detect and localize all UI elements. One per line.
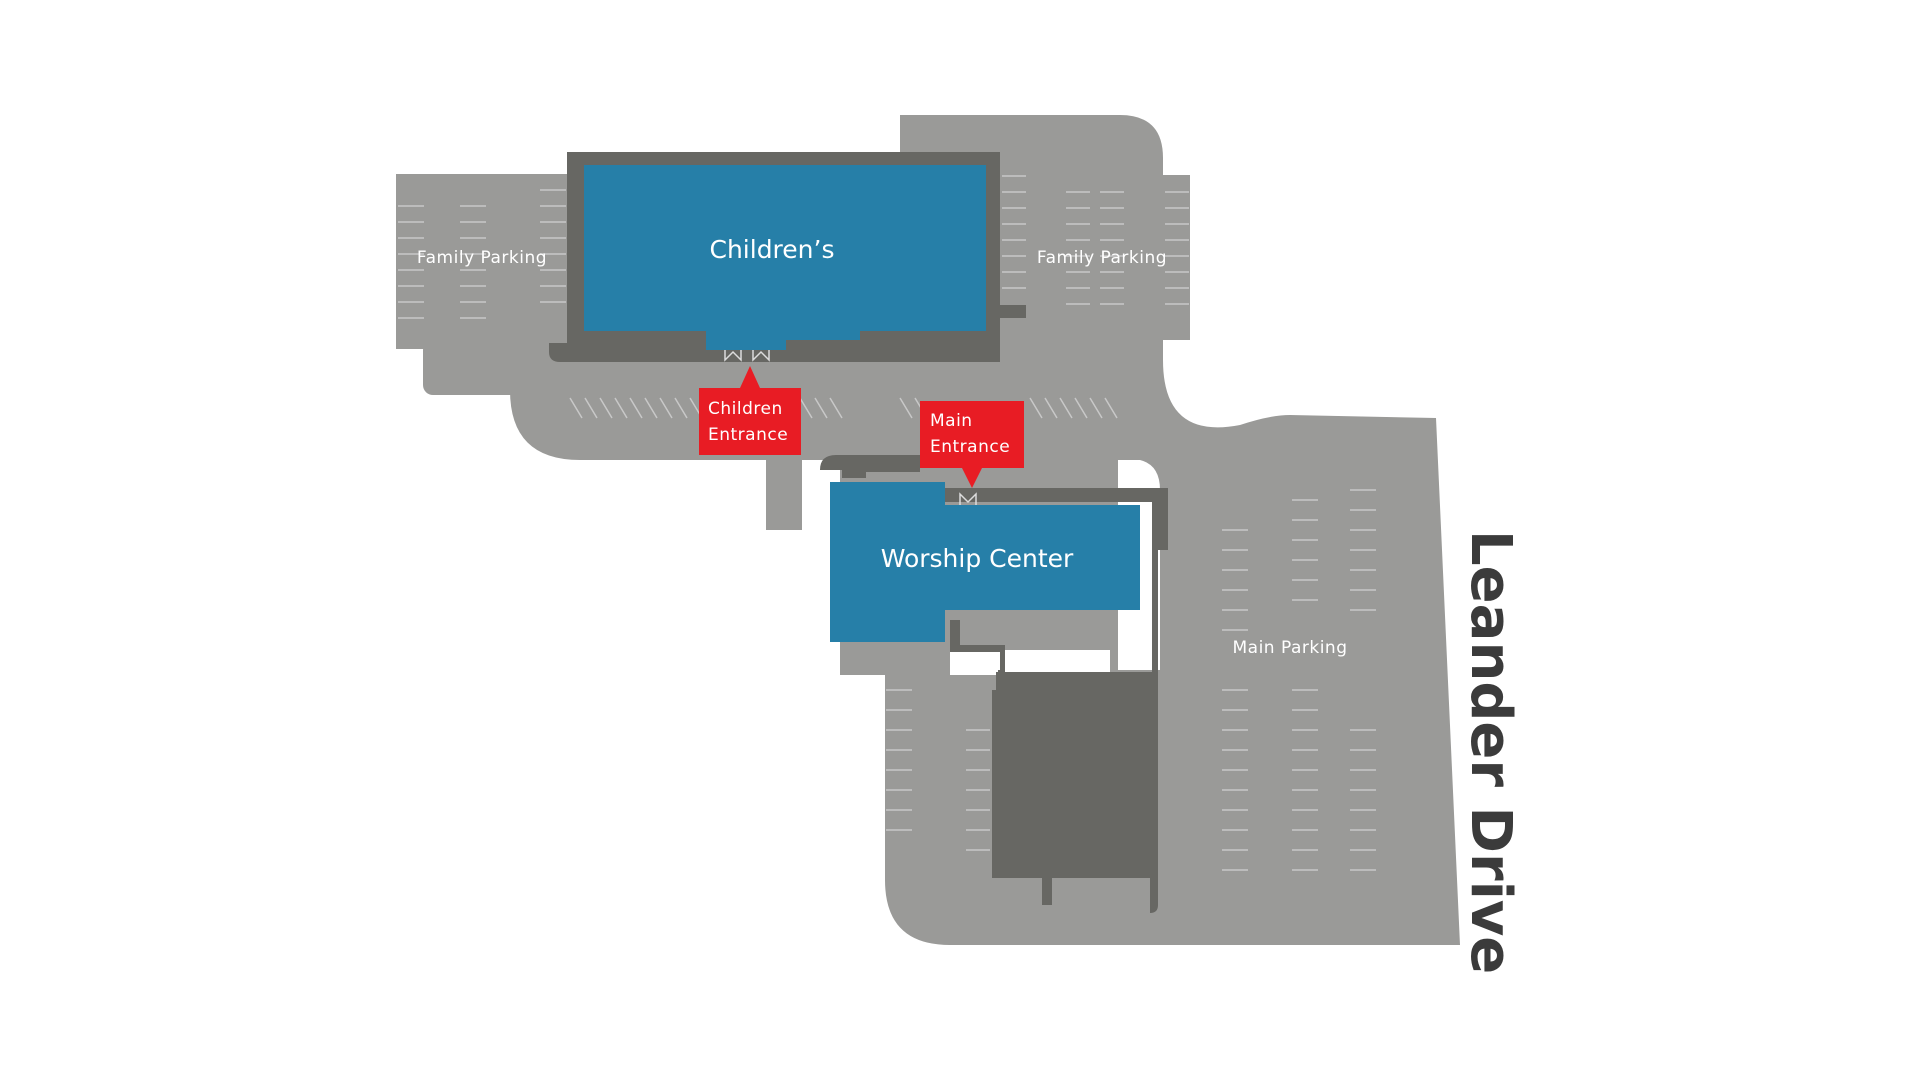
children-entrance-label-line1: Children bbox=[708, 399, 783, 419]
family-parking-west-label: Family Parking bbox=[417, 248, 547, 268]
leander-drive-label: Leander Drive bbox=[1458, 530, 1523, 974]
main-entrance-door-icon bbox=[959, 492, 977, 505]
childrens-building: Children’s bbox=[549, 152, 1026, 362]
service-building bbox=[996, 672, 1158, 876]
children-entrance-marker[interactable]: Children Entrance bbox=[699, 366, 801, 455]
family-parking-west-lot bbox=[396, 174, 568, 349]
worship-center-building: Worship Center bbox=[820, 455, 1168, 913]
family-parking-east-label: Family Parking bbox=[1037, 248, 1167, 268]
stalls-north-aisle bbox=[569, 397, 1118, 419]
main-entrance-label-line2: Entrance bbox=[930, 437, 1010, 457]
childrens-building-wing bbox=[786, 330, 860, 340]
parking-stalls bbox=[398, 175, 1376, 871]
stalls-main-lot bbox=[886, 489, 1376, 871]
children-entrance-doors-icon bbox=[724, 350, 770, 362]
main-entrance-pointer bbox=[920, 401, 1024, 488]
stalls-west-lot bbox=[398, 189, 566, 319]
worship-center-fill bbox=[830, 482, 1140, 642]
stalls-east-lot bbox=[1002, 175, 1189, 305]
main-parking-label: Main Parking bbox=[1232, 638, 1347, 658]
childrens-building-label: Children’s bbox=[710, 235, 835, 264]
childrens-building-lobby bbox=[706, 330, 786, 350]
main-entrance-label-line1: Main bbox=[930, 411, 973, 431]
worship-center-label: Worship Center bbox=[881, 544, 1074, 573]
children-entrance-label-line2: Entrance bbox=[708, 425, 788, 445]
children-entrance-pointer bbox=[699, 366, 801, 455]
childrens-building-fill bbox=[584, 165, 986, 331]
open-space-courtyard bbox=[950, 650, 1110, 675]
main-entrance-marker[interactable]: Main Entrance bbox=[920, 401, 1024, 488]
worship-center-outline bbox=[820, 455, 920, 478]
